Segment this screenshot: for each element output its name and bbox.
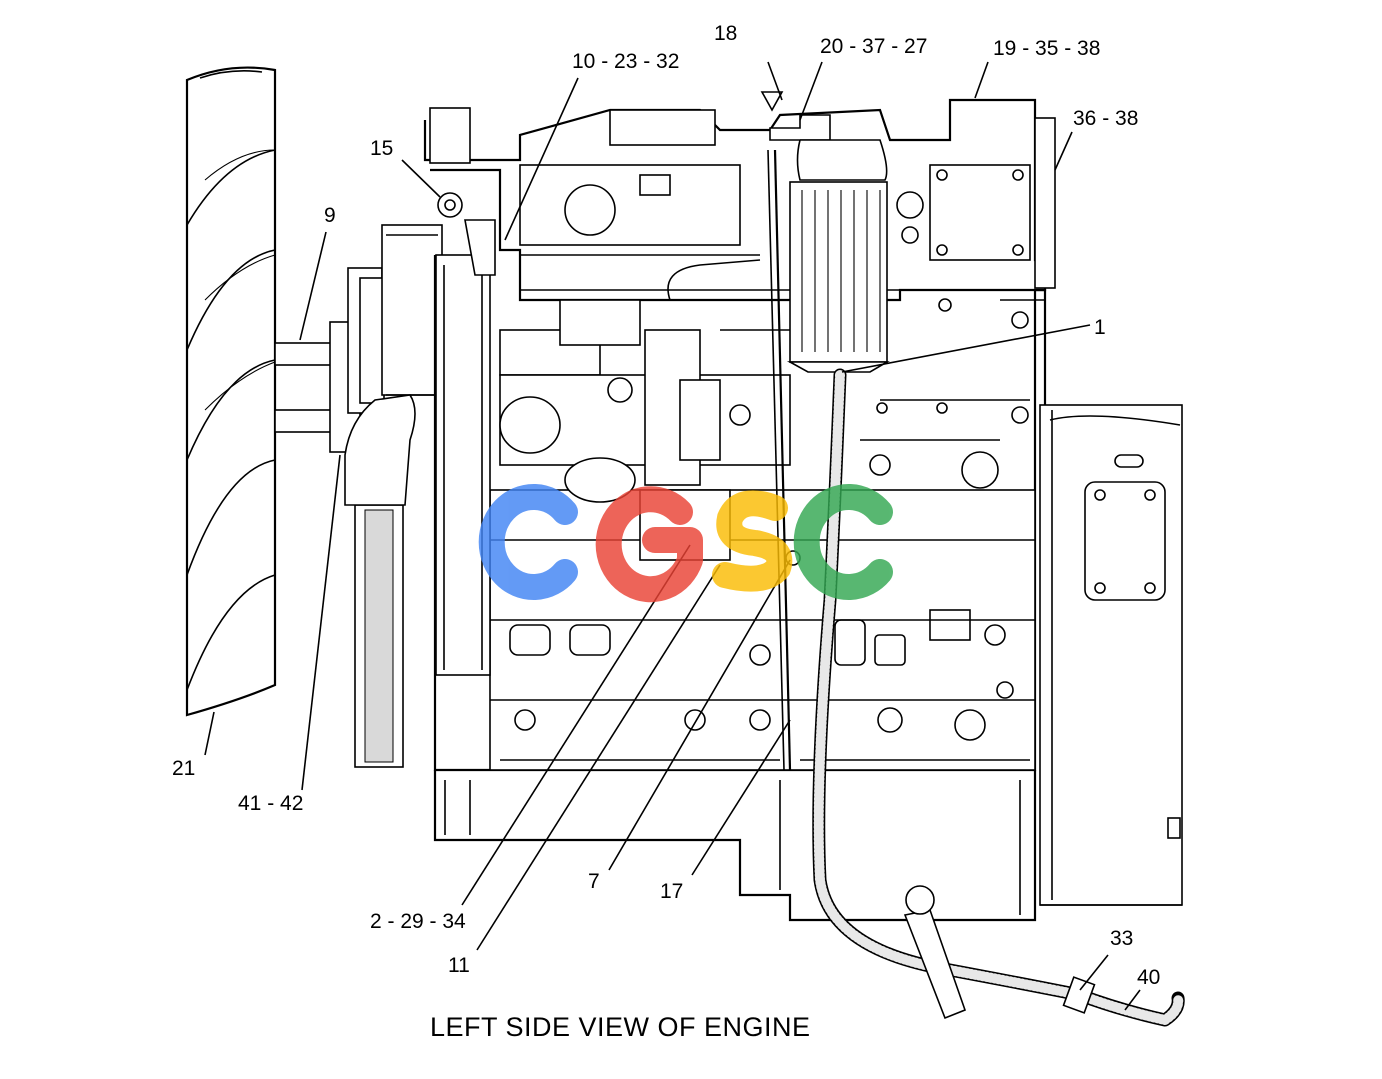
leader-7 <box>608 559 791 871</box>
callout-10-23-32: 10 - 23 - 32 <box>572 50 679 73</box>
callout-11: 11 <box>448 954 470 977</box>
leader-36-38 <box>1054 131 1073 171</box>
watermark-letter-c2 <box>793 484 893 600</box>
callout-18: 18 <box>714 22 737 45</box>
watermark-letter-g <box>595 486 703 603</box>
callout-2-29-34: 2 - 29 - 34 <box>370 910 466 933</box>
leader-20-37-27 <box>799 61 823 121</box>
leader-19-35-38 <box>974 61 989 99</box>
fan-blade <box>185 66 277 717</box>
leader-18 <box>767 61 783 101</box>
watermark-letter-c1 <box>478 484 578 600</box>
leader-41-42 <box>301 454 341 791</box>
diagram-caption: LEFT SIDE VIEW OF ENGINE <box>430 1012 811 1042</box>
leader-1 <box>841 324 1091 373</box>
leader-11 <box>476 564 721 951</box>
callout-17: 17 <box>660 880 683 903</box>
callout-15: 15 <box>370 137 393 160</box>
callout-labels: 18 20 - 37 - 27 19 - 35 - 38 10 - 23 - 3… <box>172 22 1160 989</box>
leader-9 <box>299 231 327 341</box>
leader-15 <box>401 159 441 198</box>
cylinder-head <box>423 98 1056 330</box>
water-outlet <box>437 192 496 276</box>
callout-36-38: 36 - 38 <box>1073 107 1138 130</box>
callout-20-37-27: 20 - 37 - 27 <box>820 35 927 58</box>
watermark-letter-s <box>712 490 793 592</box>
watermark-logo <box>478 484 893 603</box>
leader-lines <box>204 61 1141 1011</box>
leader-10-23-32 <box>504 77 579 241</box>
leader-33 <box>1079 954 1109 991</box>
callout-1: 1 <box>1094 316 1106 339</box>
callout-41-42: 41 - 42 <box>238 792 303 815</box>
callout-40: 40 <box>1137 966 1160 989</box>
leader-40 <box>1124 989 1141 1011</box>
leader-2-29-34 <box>461 544 691 906</box>
fuel-filter <box>760 91 890 373</box>
callout-21: 21 <box>172 757 195 780</box>
leader-17 <box>691 719 791 876</box>
callout-19-35-38: 19 - 35 - 38 <box>993 37 1100 60</box>
callout-9: 9 <box>324 204 336 227</box>
callout-7: 7 <box>588 870 600 893</box>
fan-pulley <box>344 224 443 768</box>
leader-21 <box>204 711 215 756</box>
callout-33: 33 <box>1110 927 1133 950</box>
